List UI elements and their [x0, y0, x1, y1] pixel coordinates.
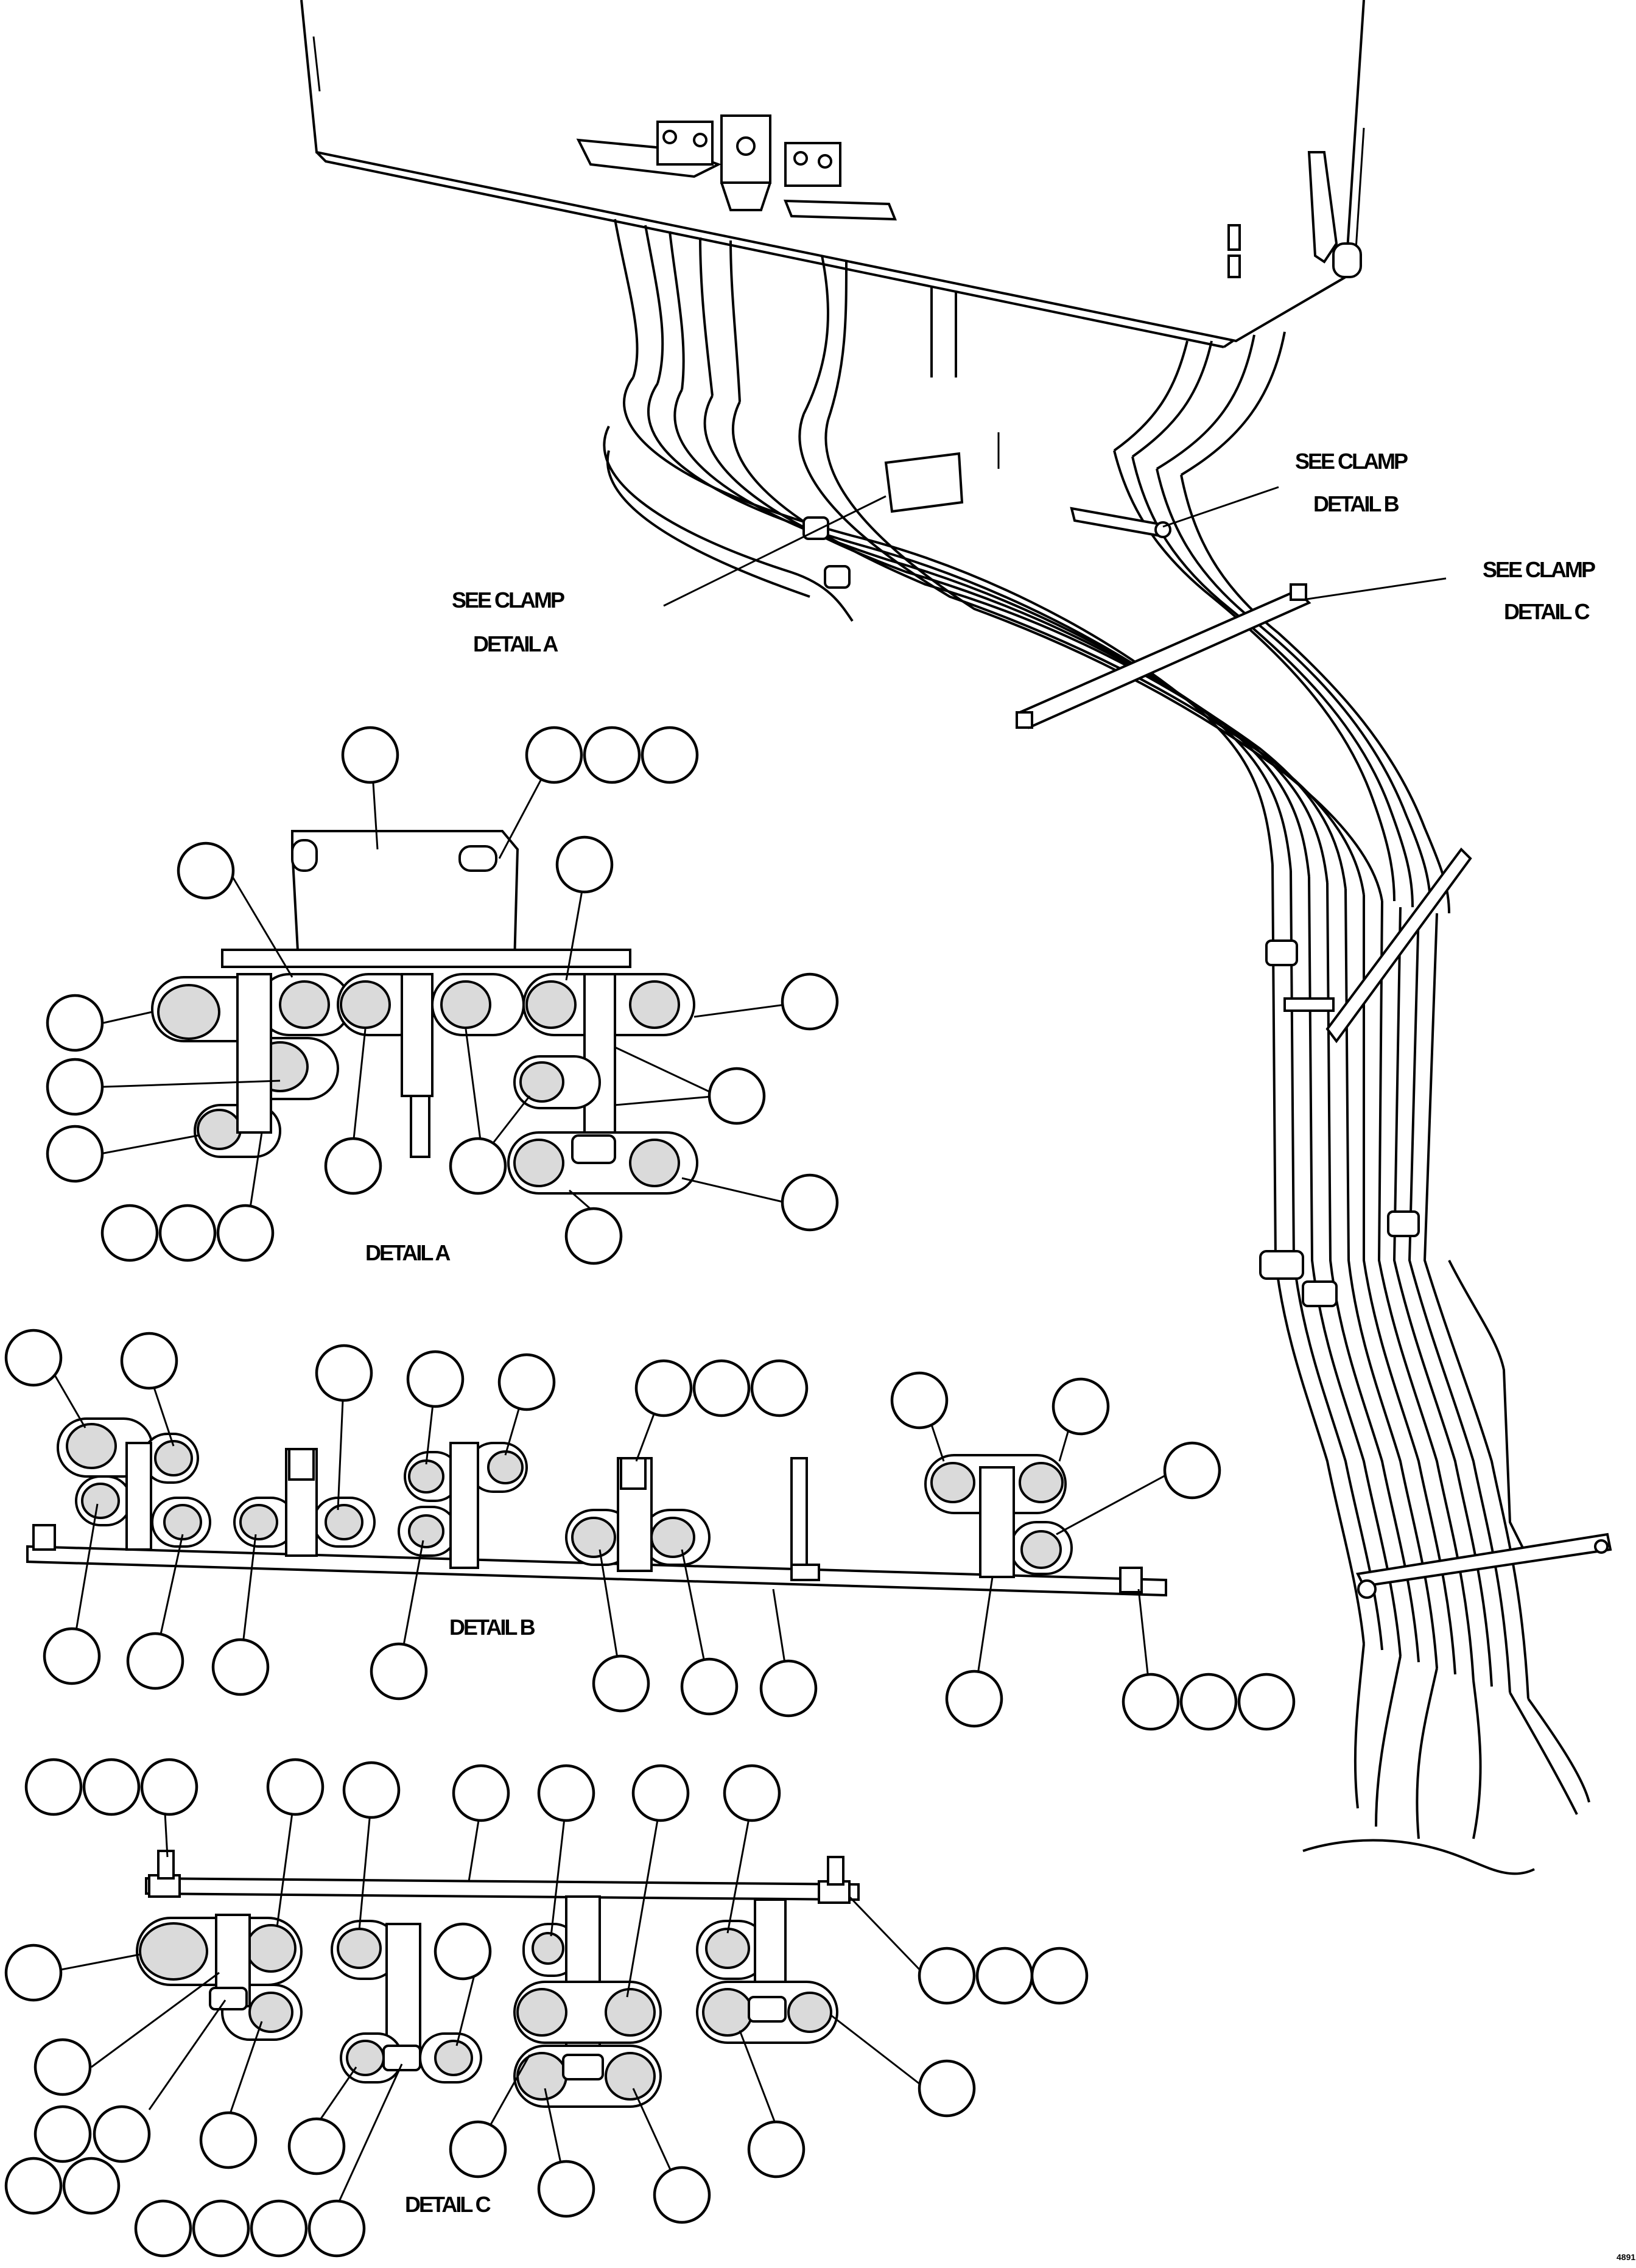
detail-c-label: DETAIL C — [405, 2192, 491, 2217]
svg-text:SEE CLAMP: SEE CLAMP — [452, 588, 564, 613]
clamp-bar-lower — [1355, 1532, 1612, 1599]
detail-c-drawing — [136, 1850, 860, 2108]
clamp-bar-c — [1016, 583, 1311, 729]
door-latch-assembly — [576, 114, 897, 221]
clamp-bar-a — [802, 432, 1000, 589]
svg-text:SEE CLAMP: SEE CLAMP — [1483, 557, 1595, 582]
svg-text:DETAIL C: DETAIL C — [1504, 599, 1590, 624]
hose-bundle — [603, 219, 1590, 1875]
detail-c-leaders — [60, 1789, 927, 2205]
clamp-bar-b — [1070, 507, 1171, 538]
detail-b-drawing — [26, 1417, 1167, 1597]
detail-a-balloons — [46, 726, 839, 1265]
clamp-b-leader — [1162, 486, 1279, 528]
detail-a-drawing — [151, 830, 698, 1195]
callout-clamp-b: SEE CLAMP DETAIL B — [1295, 449, 1410, 516]
detail-c-balloons — [4, 1758, 1089, 2258]
clamp-bar-vertical — [1259, 847, 1472, 1307]
figure-number: 4891 — [1617, 2252, 1635, 2262]
enclosure-cabinet — [300, 0, 1365, 348]
callout-clamp-a: SEE CLAMP DETAIL A — [452, 588, 566, 656]
svg-text:DETAIL A: DETAIL A — [473, 631, 558, 656]
clamp-c-leader — [1302, 577, 1447, 601]
detail-a-label: DETAIL A — [365, 1240, 451, 1265]
detail-b-balloons — [4, 1329, 1296, 1731]
svg-text:SEE CLAMP: SEE CLAMP — [1295, 449, 1408, 474]
detail-b-label: DETAIL B — [449, 1615, 535, 1640]
clamp-a-leader — [663, 495, 886, 607]
detail-a-leaders — [100, 754, 786, 1213]
svg-text:DETAIL B: DETAIL B — [1313, 491, 1399, 516]
callout-clamp-c: SEE CLAMP DETAIL C — [1483, 557, 1597, 624]
